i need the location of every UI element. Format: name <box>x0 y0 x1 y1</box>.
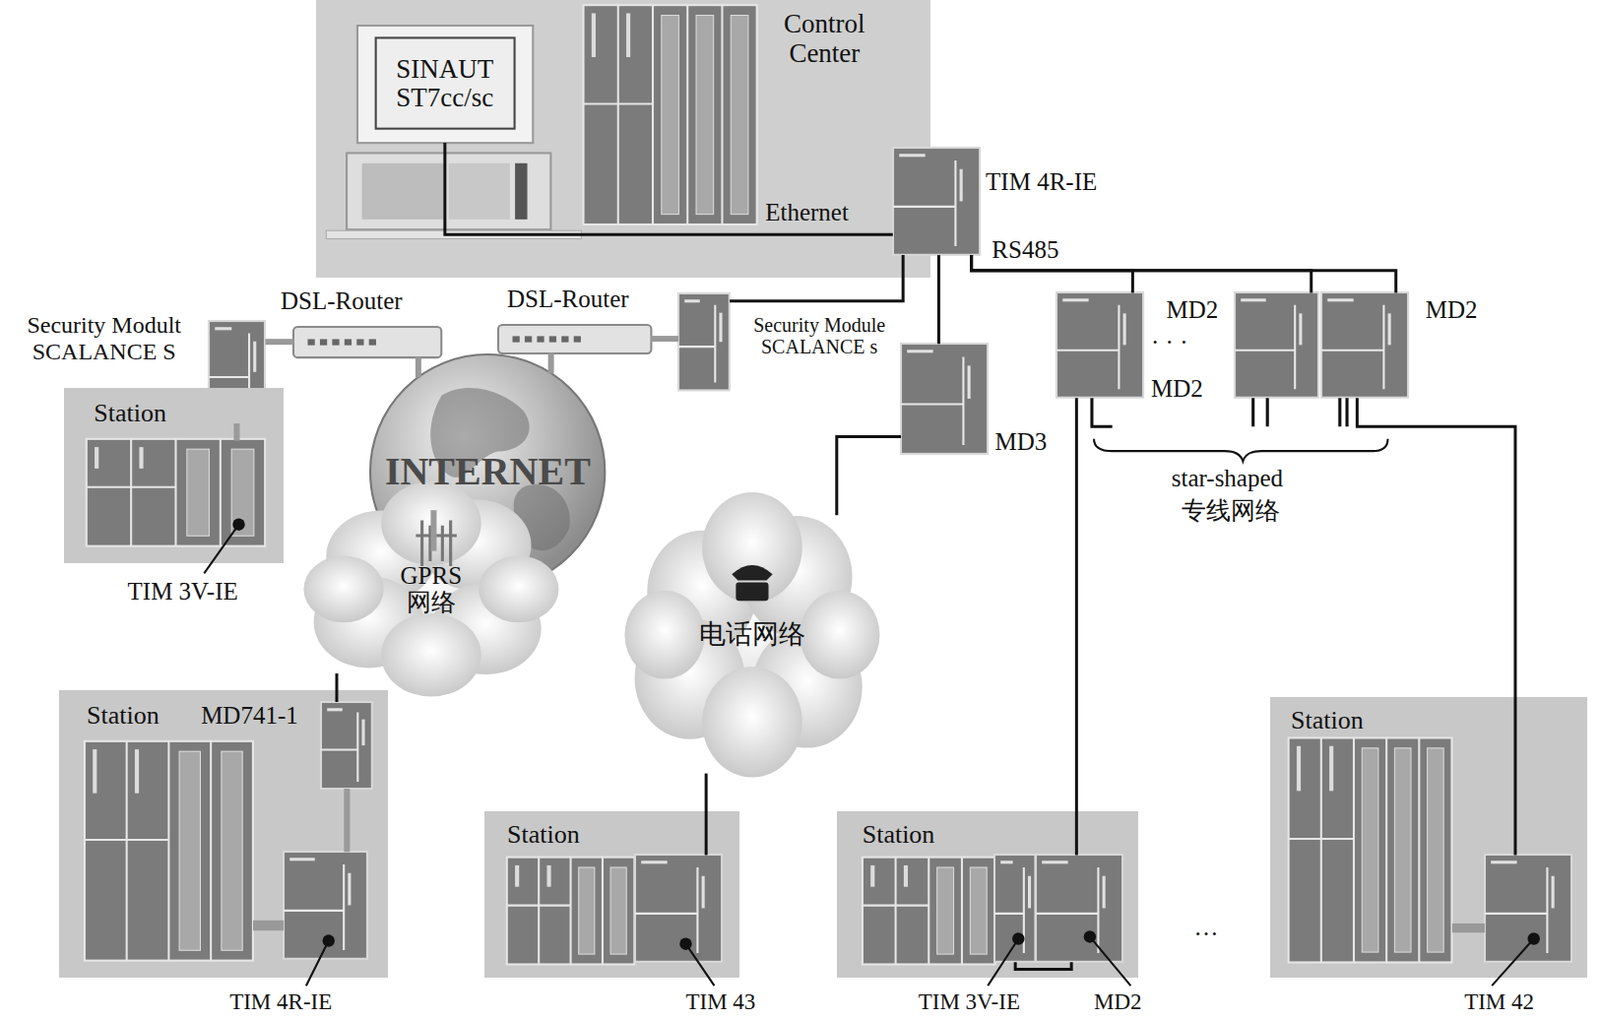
link-line <box>264 338 294 345</box>
module-box: TIM 3V-IE <box>994 854 1035 962</box>
module-box: MD2 <box>1035 854 1123 962</box>
node-label: GPRS 网络 <box>384 562 477 617</box>
node-label: MD2 <box>1166 296 1219 324</box>
dev-shape <box>1321 292 1408 398</box>
node-label: Security Modult SCALANCE S <box>3 312 204 365</box>
link-line <box>704 773 708 856</box>
module-box: Security Module SCALANCE s <box>678 293 730 390</box>
node-label: DSL-Router <box>280 287 403 316</box>
cloud-node: GPRS 网络 <box>306 479 557 700</box>
free-label: 专线网络 <box>1181 497 1280 525</box>
free-label: … <box>1194 913 1219 942</box>
link-line <box>1075 397 1079 855</box>
link-line <box>836 437 901 516</box>
panel-node: Station <box>64 387 284 564</box>
free-label: star-shaped <box>1171 464 1283 493</box>
text-frame: INTERNET <box>370 354 605 589</box>
free-label: TIM 3V-IE <box>128 577 239 606</box>
router-shape <box>498 324 651 354</box>
router-node: DSL-Router <box>293 326 442 358</box>
node-label: TIM 4R-IE <box>985 168 1097 196</box>
node-label: Security Module SCALANCE s <box>732 314 906 358</box>
module-box: MD2 <box>1321 292 1408 398</box>
dev-shape <box>1056 292 1144 398</box>
leaders <box>203 397 1540 986</box>
dev-shape <box>1035 854 1123 962</box>
link-line <box>445 142 894 235</box>
link-line <box>415 357 422 379</box>
node-label: MD2 <box>1151 375 1204 403</box>
node-label: MD741-1 <box>200 702 299 730</box>
link-line <box>729 255 903 302</box>
dev-shape <box>1484 854 1572 962</box>
panel-node: TIM 42 Station <box>1270 697 1587 978</box>
node-label: SINAUT ST7cc/sc <box>378 55 512 114</box>
node-label: TIM 4R-IE <box>229 989 332 1015</box>
panel-node: TIM 3V-IEMD2 Station <box>836 811 1139 978</box>
link-line <box>430 510 437 551</box>
module-box: MD741-1 <box>320 702 373 789</box>
node-label: Station <box>507 821 580 850</box>
node-label: INTERNET <box>384 449 591 494</box>
link-line <box>1356 397 1516 855</box>
node-label: DSL-Router <box>507 285 630 314</box>
link-line <box>343 788 350 852</box>
dev-shape <box>320 702 373 789</box>
node-label: 电话网络 <box>699 620 806 650</box>
free-label: · · · <box>1151 328 1188 357</box>
module-box: MD2 <box>1234 292 1319 398</box>
node-label: Station <box>93 399 167 429</box>
module-box: TIM 43 <box>635 854 722 962</box>
link-line <box>937 255 941 344</box>
node-label: Station <box>86 702 160 731</box>
node-label: TIM 42 <box>1464 989 1535 1015</box>
router-shape <box>293 326 442 358</box>
dev-shape <box>283 851 368 960</box>
text-frame: SINAUT ST7cc/sc <box>357 25 533 143</box>
module-box: TIM 42 <box>1484 854 1572 962</box>
dev-shape <box>635 854 722 962</box>
node-label: Station <box>862 821 936 850</box>
panel-node: TIM 43 Station <box>484 811 740 978</box>
link-line <box>650 335 679 342</box>
edge-label: Ethernet <box>763 198 851 227</box>
free-label: RS485 <box>991 236 1059 264</box>
dev-shape <box>994 854 1035 962</box>
text-frame: 电话网络 <box>627 489 878 780</box>
node-label: TIM 3V-IE <box>918 989 1021 1015</box>
link-line <box>1015 961 1072 969</box>
dev-shape <box>678 293 730 390</box>
dev-shape <box>1234 292 1319 398</box>
cloud-node: 电话网络 <box>627 489 878 780</box>
node-label: MD2 <box>1425 296 1478 324</box>
node-label: MD3 <box>994 428 1047 456</box>
node-label: Station <box>1290 706 1364 736</box>
module-box: TIM 4R-IE <box>283 851 368 960</box>
node-label: MD2 <box>1093 989 1143 1015</box>
module-box: MD2 <box>1056 292 1144 398</box>
dev-shape <box>893 147 980 256</box>
node-label: TIM 43 <box>685 989 756 1015</box>
screen-node: SINAUT ST7cc/sc <box>357 25 533 143</box>
module-box: TIM 4R-IE <box>893 147 980 256</box>
text-frame: GPRS 网络 <box>306 479 557 700</box>
link-line <box>334 673 338 703</box>
module-box: MD3 <box>900 343 988 454</box>
panel-node: SINAUT ST7cc/sc Control Center <box>316 0 931 278</box>
link-line <box>548 353 555 375</box>
dev-shape <box>900 343 988 454</box>
globe-node: INTERNET <box>370 354 605 589</box>
router-node: DSL-Router <box>498 324 651 354</box>
node-label: Control Center <box>763 9 886 68</box>
panel-node: MD741-1TIM 4R-IE Station <box>59 690 388 978</box>
link-line <box>233 423 240 442</box>
